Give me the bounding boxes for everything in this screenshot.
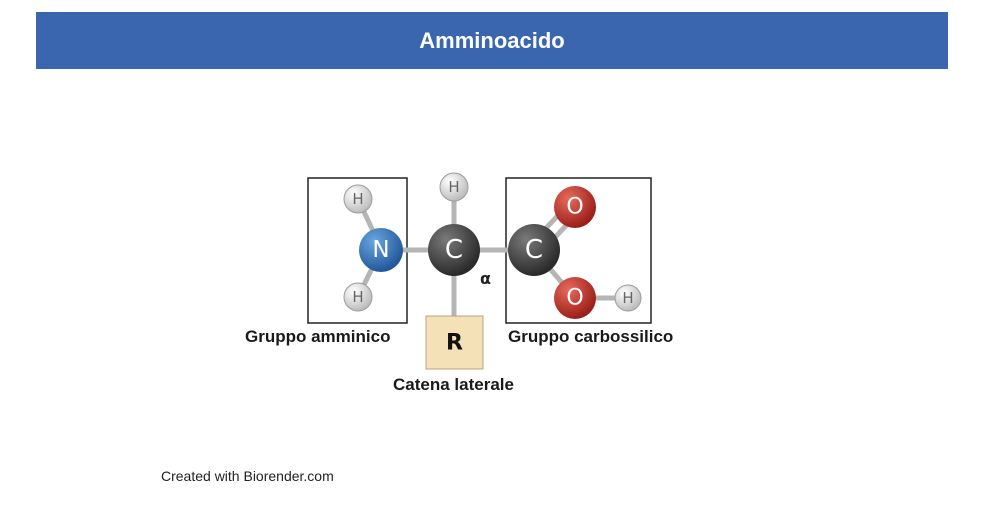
credit-text: Created with Biorender.com bbox=[161, 468, 334, 484]
oxygen-double-bond-atom: O bbox=[554, 186, 596, 228]
svg-text:N: N bbox=[372, 237, 389, 263]
oxygen-hydroxyl-atom: O bbox=[554, 277, 596, 319]
alpha-symbol: α bbox=[480, 269, 491, 288]
svg-text:H: H bbox=[352, 190, 363, 208]
alpha-carbon-atom: C bbox=[428, 224, 480, 276]
nitrogen-atom: N bbox=[359, 228, 403, 272]
carboxyl-carbon-atom: C bbox=[508, 224, 560, 276]
svg-text:H: H bbox=[448, 178, 459, 196]
svg-text:C: C bbox=[525, 235, 543, 265]
svg-text:C: C bbox=[445, 235, 463, 265]
title-banner: Amminoacido bbox=[36, 12, 948, 69]
svg-text:H: H bbox=[622, 289, 633, 307]
hydrogen-hydroxyl: H bbox=[614, 284, 642, 312]
page-title: Amminoacido bbox=[419, 27, 565, 53]
svg-text:O: O bbox=[566, 286, 583, 311]
hydrogen-top-left: H bbox=[343, 184, 373, 214]
side-chain-label: Catena laterale bbox=[393, 375, 514, 394]
carboxyl-group-label: Gruppo carbossilico bbox=[508, 327, 673, 346]
hydrogen-alpha: H bbox=[439, 172, 469, 202]
svg-text:O: O bbox=[566, 195, 583, 220]
hydrogen-bottom-left: H bbox=[343, 282, 373, 312]
amino-group-label: Gruppo amminico bbox=[245, 327, 390, 346]
svg-text:H: H bbox=[352, 288, 363, 306]
svg-text:R: R bbox=[446, 331, 463, 356]
side-chain-box: R bbox=[425, 315, 484, 370]
